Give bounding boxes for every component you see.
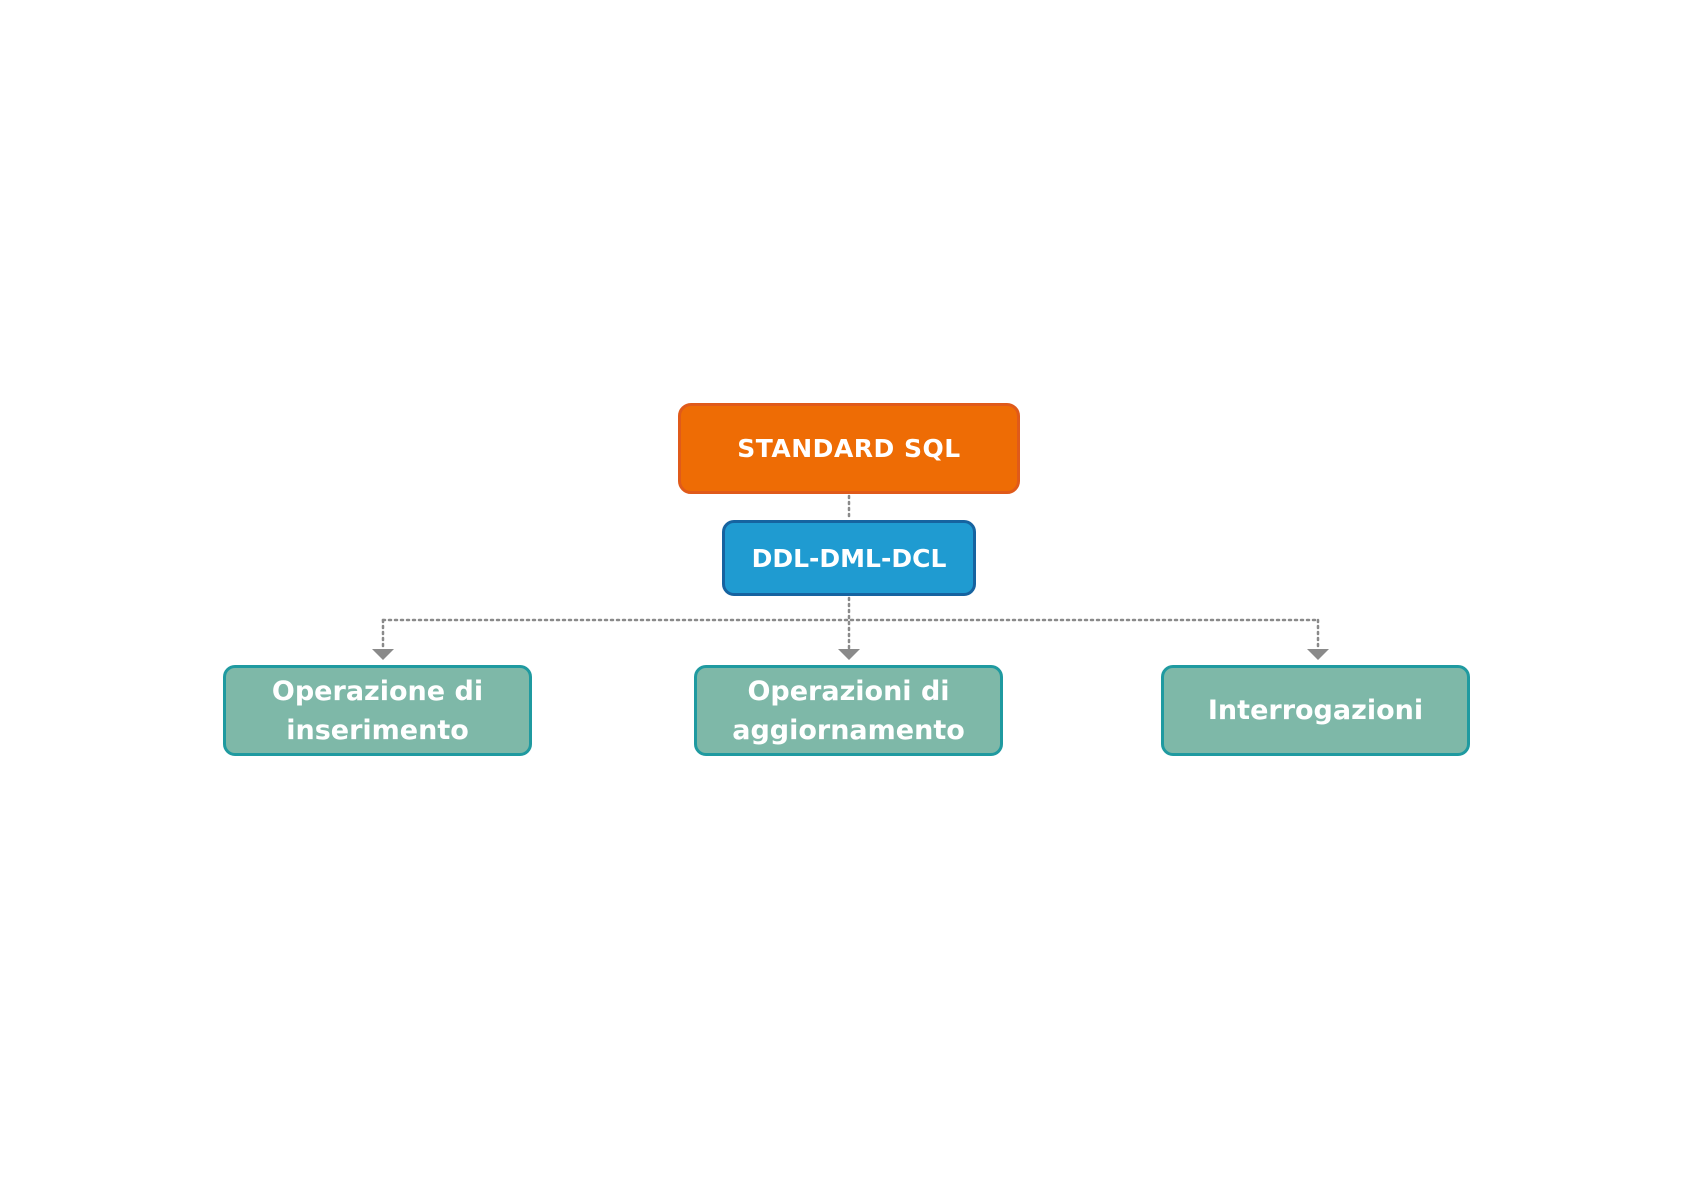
node-operazione-inserimento-label: Operazione di inserimento [271, 675, 484, 746]
node-operazioni-aggiornamento: Operazioni di aggiornamento [694, 665, 1003, 756]
node-ddl-dml-dcl: DDL-DML-DCL [722, 520, 976, 596]
arrowhead-left [372, 649, 394, 660]
node-operazione-inserimento: Operazione di inserimento [223, 665, 532, 756]
arrowhead-center [838, 649, 860, 660]
node-standard-sql: STANDARD SQL [678, 403, 1020, 494]
node-operazioni-aggiornamento-label: Operazioni di aggiornamento [732, 675, 965, 746]
node-ddl-dml-dcl-label: DDL-DML-DCL [751, 543, 947, 573]
node-standard-sql-label: STANDARD SQL [737, 434, 961, 463]
arrowhead-right [1307, 649, 1329, 660]
node-interrogazioni: Interrogazioni [1161, 665, 1470, 756]
node-interrogazioni-label: Interrogazioni [1207, 695, 1424, 726]
